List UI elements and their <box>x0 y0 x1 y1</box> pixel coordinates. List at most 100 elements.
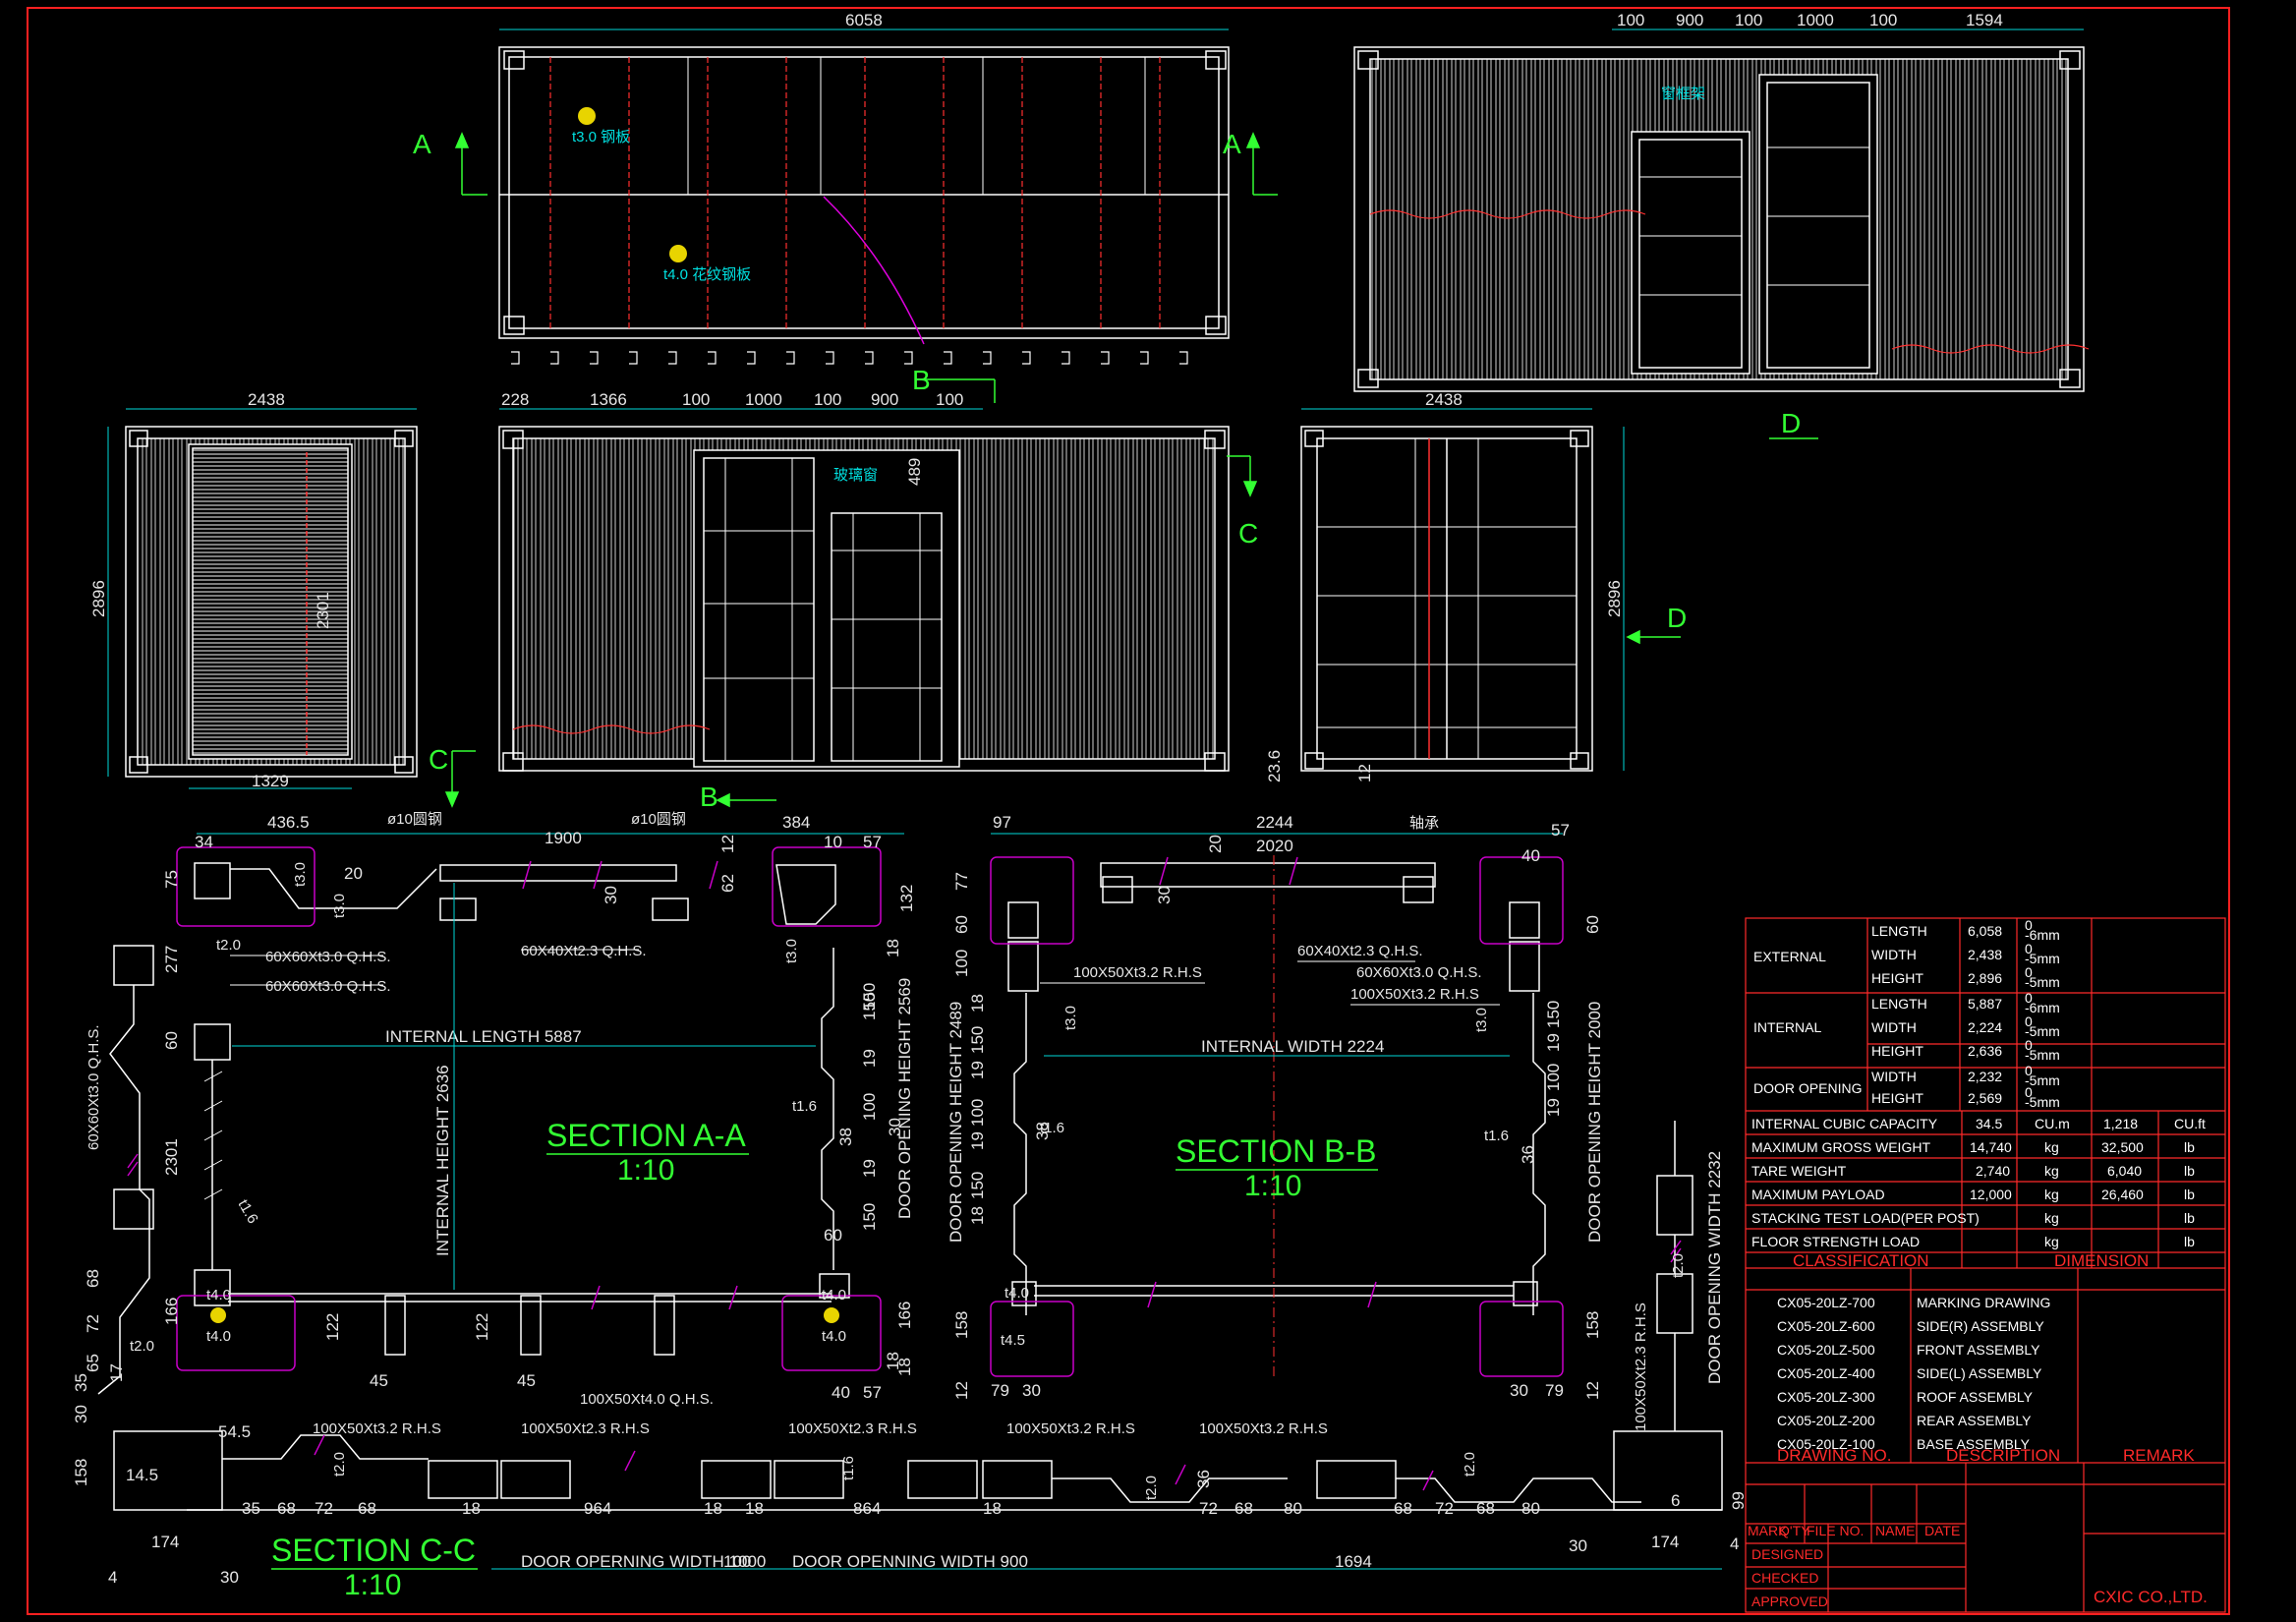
section-cc-dim: 864 <box>853 1499 881 1518</box>
capacity-u1: kg <box>2044 1187 2059 1202</box>
section-cc-dim: 72 <box>1435 1499 1454 1518</box>
drawing-desc: SIDE(R) ASSEMBLY <box>1917 1318 2044 1334</box>
bearing-callout: 轴承 <box>1409 815 1439 832</box>
section-bb-dim: 77 <box>952 872 971 891</box>
section-cc-dim: 4 <box>1730 1535 1739 1553</box>
rear-dim: 1000 <box>1797 11 1834 29</box>
section-bb-dim: 150 <box>968 1172 987 1199</box>
tube-callout: 60X60Xt3.0 Q.H.S. <box>265 949 391 965</box>
section-bb-dim: 60 <box>1583 915 1602 934</box>
side-elevation-main <box>498 426 1230 772</box>
table-key: LENGTH <box>1871 923 1927 939</box>
table-tol: 0 <box>2025 1037 2033 1053</box>
section-cc-dim: 65 <box>84 1354 102 1372</box>
section-bb-dim: 100 <box>968 1099 987 1127</box>
section-aa-dim: 18 <box>884 1352 902 1370</box>
internal-length-dim: INTERNAL LENGTH 5887 <box>385 1027 582 1046</box>
base-dim: 23.6 <box>1265 750 1284 782</box>
drawing-desc: ROOF ASSEMBLY <box>1917 1389 2034 1405</box>
drawing-desc: SIDE(L) ASSEMBLY <box>1917 1365 2042 1381</box>
section-aa-dim: 19 <box>860 1159 879 1178</box>
tube-callout: 100X50Xt2.3 R.H.S <box>788 1420 917 1437</box>
section-bb-dim: 36 <box>1519 1145 1537 1164</box>
hatch-callout-marker <box>210 1307 226 1323</box>
tube-callout: 100X50Xt4.0 Q.H.S. <box>580 1391 714 1408</box>
title-col: FILE NO. <box>1807 1523 1864 1538</box>
section-aa-dim: 122 <box>473 1313 491 1341</box>
section-cc-dim: 17 <box>107 1363 126 1382</box>
drawing-border <box>27 7 2230 1615</box>
drawing-no: CX05-20LZ-300 <box>1777 1389 1875 1405</box>
table-tol: 0 <box>2025 1014 2033 1029</box>
section-cc-dim: 68 <box>1476 1499 1495 1518</box>
table-tol: 0 <box>2025 1084 2033 1100</box>
capacity-u1: kg <box>2044 1234 2059 1249</box>
table-heading: DRAWING NO. <box>1777 1446 1891 1465</box>
section-bb-dim: 2020 <box>1256 837 1293 855</box>
section-cc-dim: 54.5 <box>218 1422 251 1441</box>
section-bb-hatch <box>990 856 1564 1377</box>
view-marker-d: D <box>1781 408 1801 438</box>
tube-callout: 100X50Xt3.2 R.H.S <box>1006 1420 1135 1437</box>
door-opening-height-dim: DOOR OPENING HEIGHT 2000 <box>1585 1002 1604 1243</box>
thickness-callout: t2.0 <box>1670 1253 1687 1278</box>
section-aa-dim: 45 <box>517 1371 536 1390</box>
section-bb-dim: 97 <box>993 813 1011 832</box>
table-tol: 0 <box>2025 917 2033 933</box>
door-opening-height-dim: DOOR OPENING HEIGHT 2569 <box>895 978 914 1219</box>
section-aa-dim: 166 <box>895 1302 914 1329</box>
title-row: DESIGNED <box>1751 1546 1823 1562</box>
side-dim: 100 <box>814 390 841 409</box>
rear-dim: 100 <box>1735 11 1762 29</box>
section-marker-a: A <box>413 129 431 159</box>
section-cc-dim: 18 <box>745 1499 764 1518</box>
section-aa-dim: 19 <box>860 1049 879 1068</box>
drawing-no: CX05-20LZ-500 <box>1777 1342 1875 1358</box>
section-aa-dim: 75 <box>162 870 181 889</box>
tube-callout: 100X50Xt2.3 R.H.S <box>521 1420 650 1437</box>
drawing-no: CX05-20LZ-700 <box>1777 1295 1875 1310</box>
section-cc-scale: 1:10 <box>344 1569 401 1601</box>
section-bb-dim: 19 <box>968 1131 987 1150</box>
thickness-callout: t2.0 <box>216 937 241 954</box>
end-width-dim-right: 2438 <box>1425 390 1463 409</box>
section-aa-dim: 57 <box>863 833 882 851</box>
section-bb-dim: 30 <box>1022 1381 1041 1400</box>
thickness-callout: t1.6 <box>840 1456 857 1480</box>
table-key: WIDTH <box>1871 1019 1917 1035</box>
section-aa-dim: 62 <box>718 874 737 893</box>
side-dim: 100 <box>682 390 710 409</box>
section-aa-dim: 436.5 <box>267 813 310 832</box>
table-tol: -5mm <box>2025 1094 2060 1110</box>
tube-callout: 100X50Xt3.2 R.H.S <box>1350 986 1479 1003</box>
section-bb-dim: 79 <box>991 1381 1009 1400</box>
capacity-key: STACKING TEST LOAD(PER POST) <box>1751 1210 1980 1226</box>
section-aa-dim: 2301 <box>162 1138 181 1176</box>
section-aa-dim: 57 <box>863 1383 882 1402</box>
section-aa-dim: 18 <box>884 939 902 957</box>
tube-callout: 60X60Xt3.0 Q.H.S. <box>1356 964 1482 981</box>
section-bb-dim: 158 <box>952 1311 971 1339</box>
thickness-callout: t4.5 <box>1001 1332 1025 1349</box>
section-marker-c: C <box>1238 518 1258 549</box>
table-group-internal: INTERNAL <box>1753 1019 1821 1035</box>
view-marker-d: D <box>1667 603 1687 633</box>
section-cc-dim: 158 <box>72 1459 90 1486</box>
table-key: HEIGHT <box>1871 1043 1923 1059</box>
thickness-callout: t3.0 <box>292 862 309 887</box>
section-bb-dim: 12 <box>952 1381 971 1400</box>
table-heading: DESCRIPTION <box>1946 1446 2060 1465</box>
section-bb-dim: 79 <box>1545 1381 1564 1400</box>
side-dim: 1366 <box>590 390 627 409</box>
side-dim: 228 <box>501 390 529 409</box>
section-cc-dim: 1694 <box>1335 1552 1372 1571</box>
section-cc-dim: 30 <box>220 1568 239 1587</box>
section-aa-dim: 30 <box>602 886 620 904</box>
section-aa-dim: 150 <box>860 993 879 1020</box>
section-bb-dim: 100 <box>952 950 971 977</box>
end-view-left <box>125 426 418 778</box>
section-cc-hatch <box>127 1153 1682 1491</box>
drawing-desc: BASE ASSEMBLY <box>1917 1436 2031 1452</box>
section-cc-dim: 18 <box>462 1499 481 1518</box>
table-value: 2,896 <box>1968 970 2002 986</box>
